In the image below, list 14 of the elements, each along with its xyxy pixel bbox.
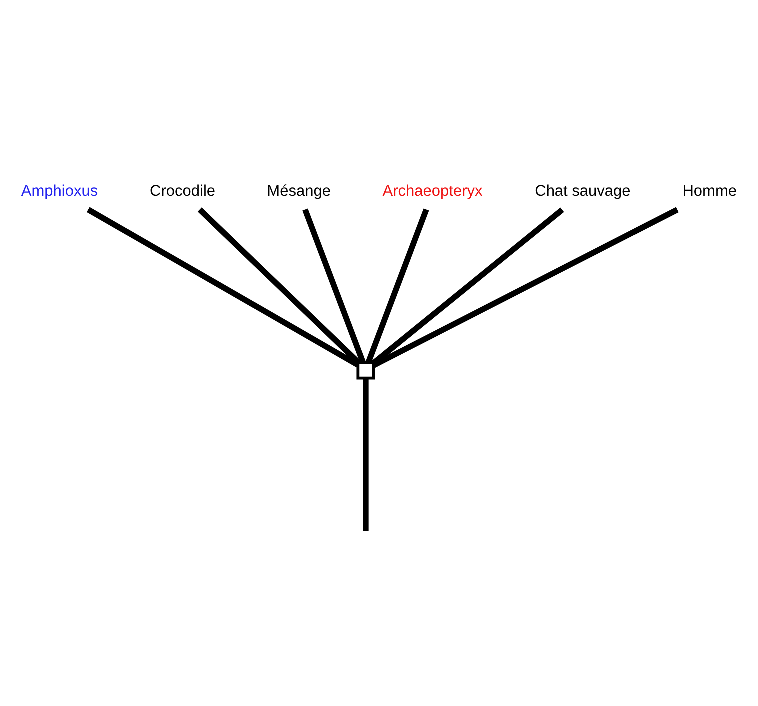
node-text: Crocodile (150, 182, 216, 200)
connector (372, 207, 564, 365)
connector (86, 206, 360, 368)
connector (302, 208, 366, 364)
node-text: Homme (682, 182, 738, 200)
node-text: Chat sauvage (535, 182, 631, 200)
node-text: Mésange (267, 182, 331, 200)
connector (198, 207, 361, 364)
node-box (356, 360, 376, 380)
connector (366, 208, 430, 364)
connector (372, 206, 679, 368)
connector (363, 378, 369, 531)
node-text: Amphioxus (21, 182, 98, 200)
node-text: Archaeopteryx (382, 182, 483, 200)
